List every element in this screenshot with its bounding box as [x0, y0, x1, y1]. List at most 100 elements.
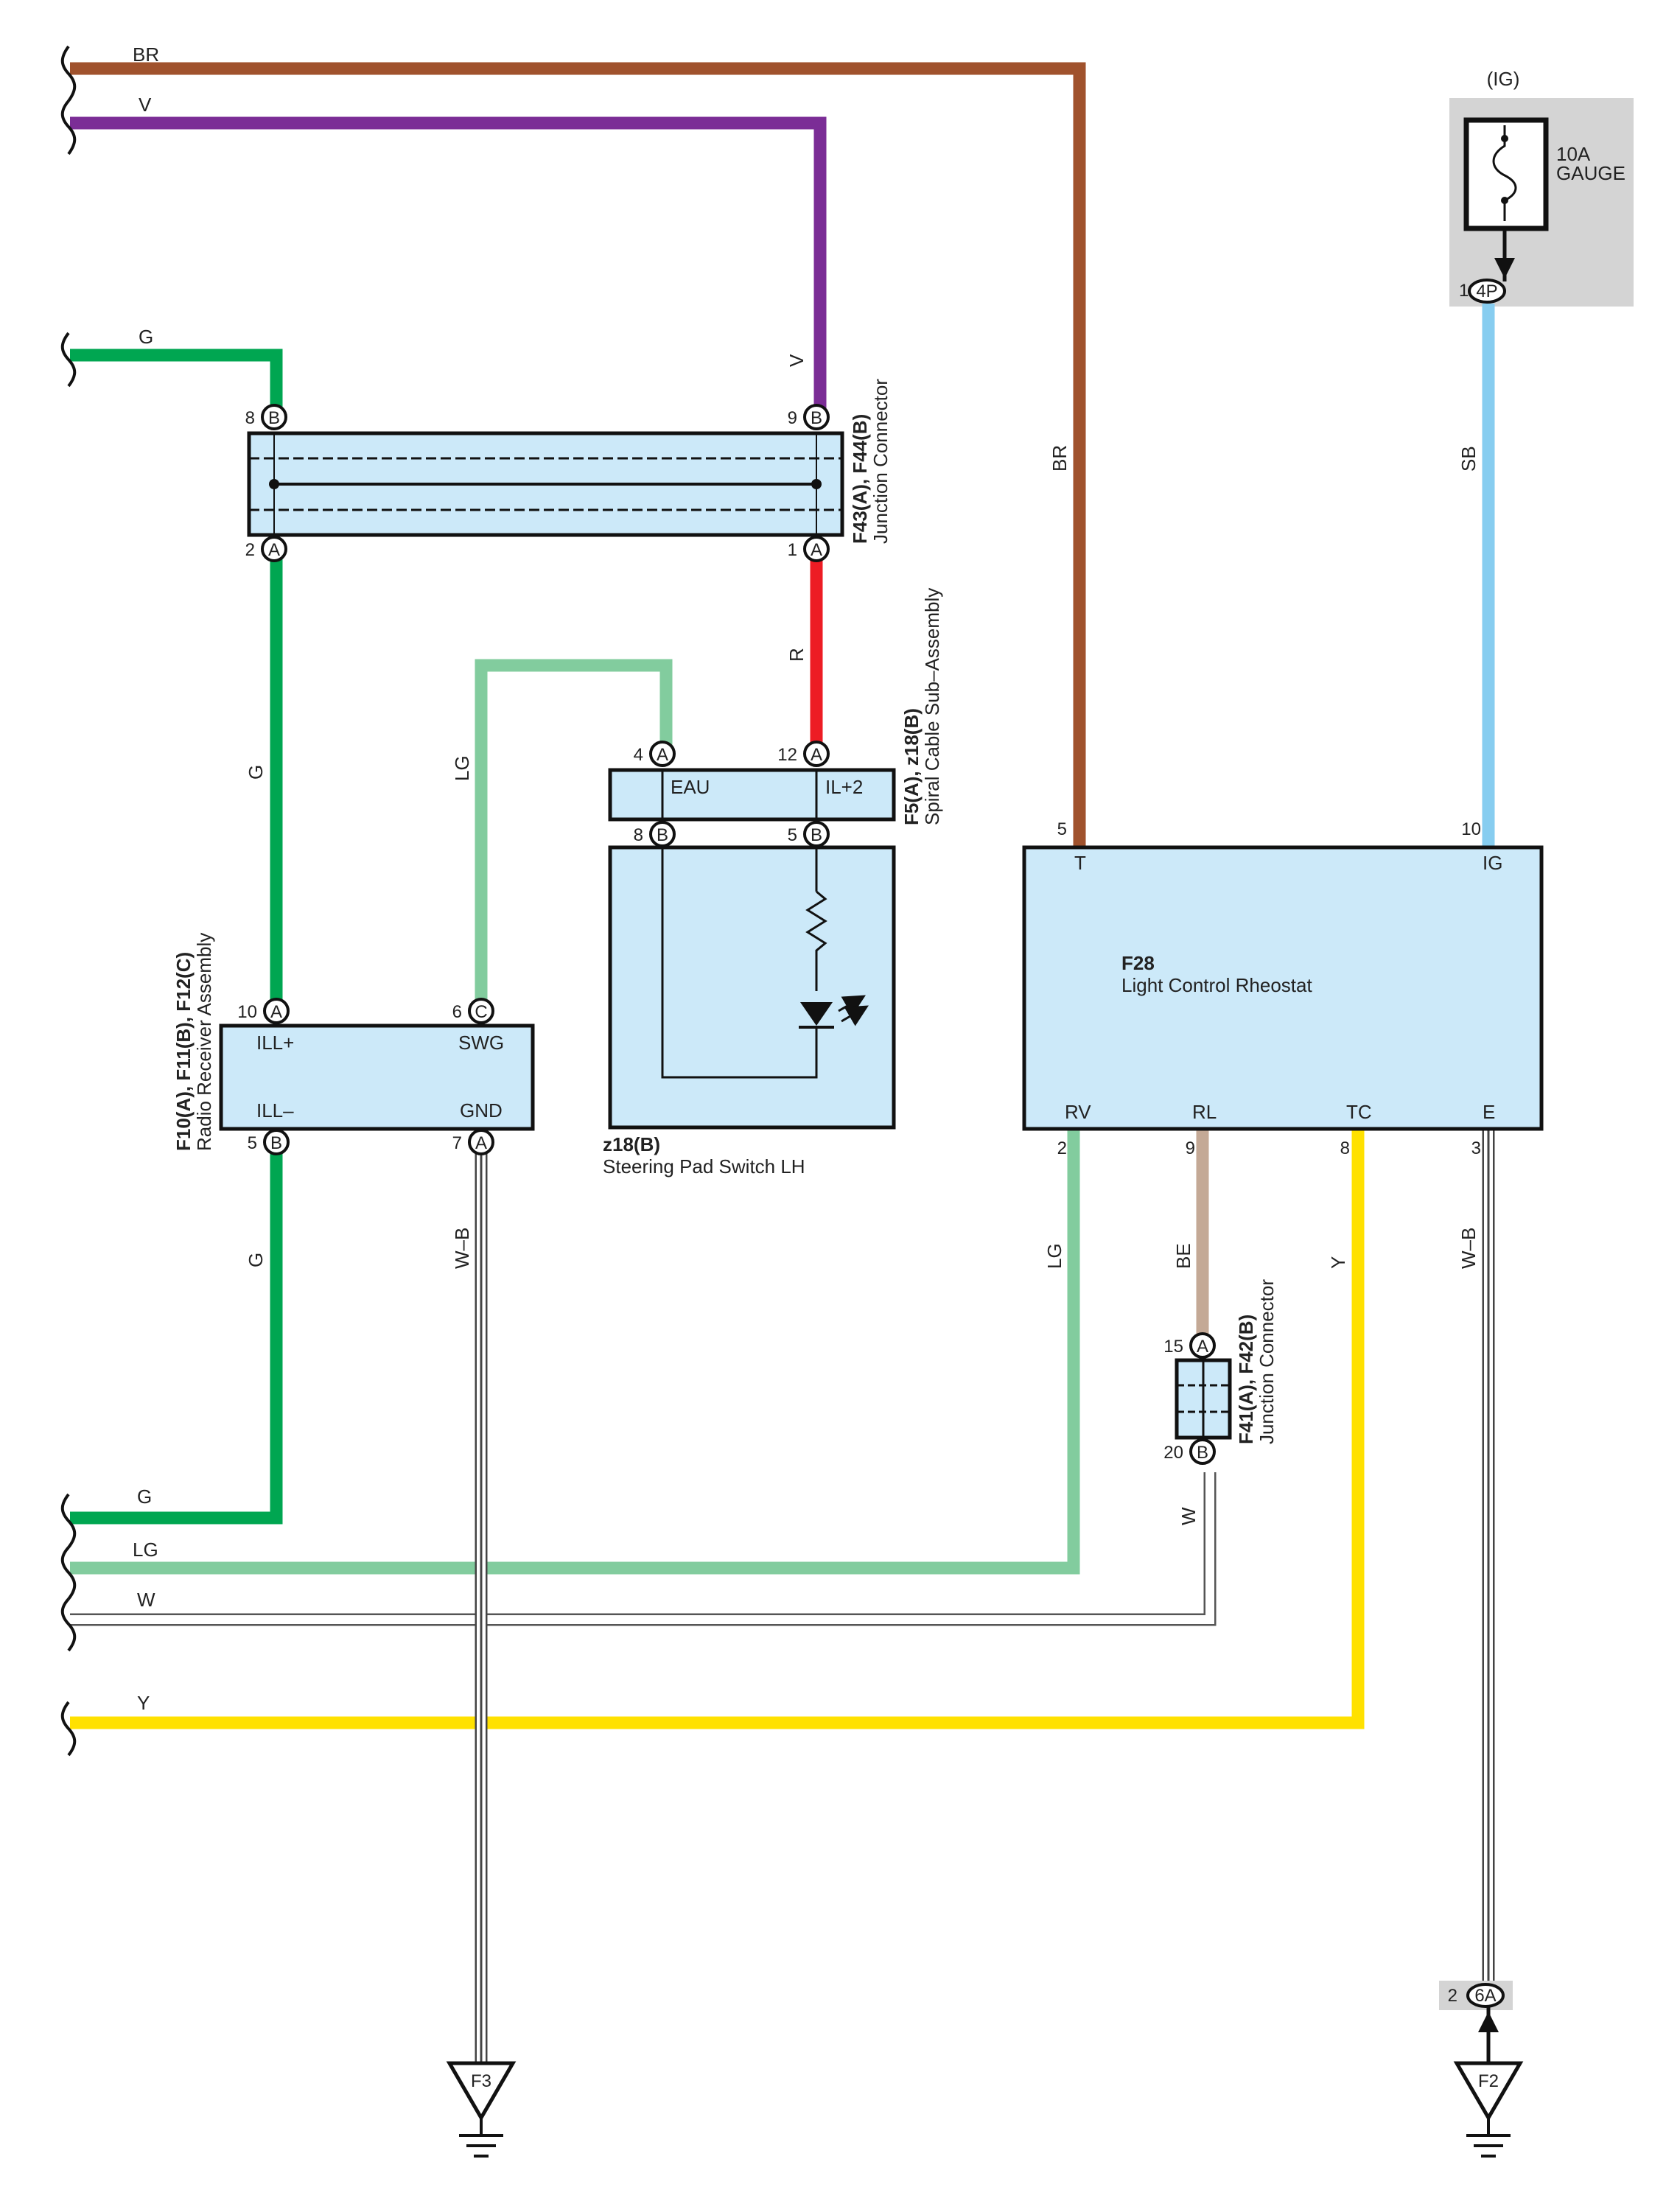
- junction-f43-pin-8-conn: B: [268, 408, 280, 428]
- junction-f43-pin-1-conn: A: [811, 540, 822, 560]
- radio-term-ill-minus: ILL–: [256, 1099, 294, 1122]
- radio-body: [219, 1023, 535, 1131]
- fuse-name: GAUGE: [1556, 162, 1625, 184]
- junction-f41-pin-15-circle: [1189, 1332, 1216, 1359]
- wire-v-label: V: [139, 94, 152, 116]
- junction-f41-desc: Junction Connector: [1256, 1279, 1278, 1444]
- arrow-up-icon: [1478, 2012, 1499, 2032]
- wire-lg-rv-label: LG: [1043, 1243, 1065, 1269]
- wire-wb-radio-label: W–B: [451, 1228, 473, 1269]
- radio-pin-5-conn: B: [270, 1133, 282, 1153]
- ground-f3: F3: [446, 2061, 517, 2158]
- steering-switch-name: z18(B): [603, 1133, 660, 1155]
- junction-f43-pin-9-conn: B: [811, 408, 822, 428]
- radio-pin-7-conn: A: [475, 1133, 487, 1153]
- wire-y: Y Y: [70, 1129, 1365, 1729]
- wire-g-bottom-label-vertical: G: [245, 1253, 267, 1267]
- wire-wb-radio: W–B: [451, 1153, 488, 2063]
- spiral-cable-body: [608, 768, 896, 822]
- junction-f41-pin-20-circle: [1189, 1438, 1216, 1465]
- ground-f2-label: F2: [1478, 2071, 1499, 2091]
- fuse-block: (IG) 10A GAUGE 1 4P: [1449, 68, 1634, 307]
- junction-f41-pin-15-conn: A: [1197, 1337, 1208, 1357]
- rheostat-pin-ig: 10: [1461, 819, 1481, 839]
- junction-f43-pin-9-circle: [803, 404, 830, 430]
- junction-f41-name: F41(A), F42(B): [1235, 1315, 1257, 1444]
- spiral-cable-term-il: IL+2: [825, 776, 863, 798]
- wire-lg-swg-label: LG: [451, 755, 473, 781]
- ground-f2-triangle: [1453, 2061, 1524, 2121]
- junction-f41-pin-20-conn: B: [1197, 1443, 1208, 1463]
- radio-pin-10-conn: A: [270, 1002, 282, 1022]
- wire-w: W W: [70, 1472, 1217, 1626]
- arrow-down-icon: [1494, 258, 1515, 279]
- ground-f2-connector-oval: [1466, 1983, 1505, 2008]
- junction-f43-pin-1-circle: [803, 536, 830, 562]
- steering-switch-body: [608, 845, 896, 1130]
- radio-pin-7-num: 7: [452, 1133, 462, 1153]
- spiral-pin-4-num: 4: [634, 745, 643, 765]
- radio-pin-6-num: 6: [452, 1002, 462, 1022]
- junction-f43-pin-1-num: 1: [788, 540, 797, 560]
- junction-f43-pin-8-num: 8: [245, 408, 255, 428]
- wire-br-label-vertical: BR: [1049, 445, 1071, 472]
- radio-term-ill-plus: ILL+: [256, 1032, 294, 1054]
- ground-f2-connector-code: 6A: [1474, 1986, 1496, 2006]
- wire-wb-rheostat-label: W–B: [1457, 1228, 1480, 1269]
- radio-pin-6-circle: [468, 998, 494, 1024]
- spiral-pin-5-num: 5: [788, 825, 797, 845]
- junction-connector-f43: B 8 B 9 A 2 A 1 F43(A), F44(B) Junction …: [245, 379, 892, 562]
- spiral-cable-assembly: EAU IL+2 A 4 A 12 B 8 B 5 F5(A), z18(B) …: [608, 588, 943, 847]
- wire-g-mid-label: G: [245, 765, 267, 780]
- rheostat-name: F28: [1121, 952, 1155, 974]
- wire-g-bottom-label: G: [137, 1486, 152, 1508]
- ground-f3-label: F3: [471, 2071, 491, 2091]
- rheostat-term-t: T: [1074, 852, 1086, 874]
- spiral-pin-4-conn: A: [657, 745, 668, 765]
- junction-f43-pin-8-circle: [261, 404, 287, 430]
- wire-g-top: G: [70, 326, 283, 413]
- wire-sb-label: SB: [1457, 446, 1480, 472]
- wire-be: BE: [1172, 1129, 1209, 1341]
- wire-lg-swg: LG: [451, 659, 673, 1011]
- spiral-cable-desc: Spiral Cable Sub–Assembly: [921, 588, 943, 825]
- rheostat-pin-e: 3: [1471, 1138, 1481, 1158]
- wire-sb: SB: [1457, 304, 1495, 847]
- wire-y-label: Y: [1327, 1256, 1349, 1269]
- steering-switch-desc: Steering Pad Switch LH: [603, 1155, 805, 1178]
- spiral-pin-12-num: 12: [777, 745, 797, 765]
- rheostat-pin-rv: 2: [1057, 1138, 1067, 1158]
- spiral-pin-12-conn: A: [811, 745, 822, 765]
- wire-g-mid: G: [245, 549, 283, 1011]
- rheostat-term-rv: RV: [1065, 1101, 1091, 1123]
- fuse-supply-label: (IG): [1487, 68, 1520, 90]
- fuse-element-icon: [1492, 125, 1517, 221]
- junction-f43-name: F43(A), F44(B): [849, 414, 871, 544]
- fuse-rating: 10A: [1556, 143, 1591, 165]
- junction-f41-pin-20-num: 20: [1163, 1443, 1183, 1463]
- rheostat-desc: Light Control Rheostat: [1121, 974, 1312, 996]
- wire-v-label-vertical: V: [785, 354, 808, 367]
- wire-v: V V: [70, 94, 827, 413]
- spiral-pin-8-num: 8: [634, 825, 643, 845]
- radio-receiver-assembly: ILL+ SWG ILL– GND A 10 C 6 B 5 A 7 F10(A…: [172, 933, 535, 1155]
- wire-be-label: BE: [1172, 1243, 1194, 1269]
- radio-term-gnd: GND: [460, 1099, 503, 1122]
- wire-y-bottom-label: Y: [137, 1692, 150, 1714]
- junction-f43-desc: Junction Connector: [869, 379, 892, 544]
- rheostat-term-e: E: [1483, 1101, 1495, 1123]
- radio-pin-5-num: 5: [248, 1133, 257, 1153]
- wire-g-top-label: G: [139, 326, 153, 348]
- spiral-pin-12-circle: [803, 741, 830, 767]
- rheostat-pin-t: 5: [1057, 819, 1067, 839]
- wire-lg-rv: LG LG: [70, 1129, 1080, 1575]
- steering-pad-switch: z18(B) Steering Pad Switch LH: [603, 845, 896, 1178]
- light-control-rheostat: T IG F28 Light Control Rheostat RV RL TC…: [1022, 819, 1544, 1158]
- wire-r-label: R: [785, 648, 808, 662]
- wire-w-label-vertical: W: [1177, 1507, 1200, 1525]
- ground-f2-pin: 2: [1448, 1986, 1457, 2006]
- junction-connector-f41: A 15 B 20 F41(A), F42(B) Junction Connec…: [1163, 1279, 1278, 1465]
- wire-g-bottom: G G: [70, 1142, 283, 1525]
- fuse-connector-oval: [1468, 279, 1506, 304]
- rheostat-pin-rl: 9: [1186, 1138, 1195, 1158]
